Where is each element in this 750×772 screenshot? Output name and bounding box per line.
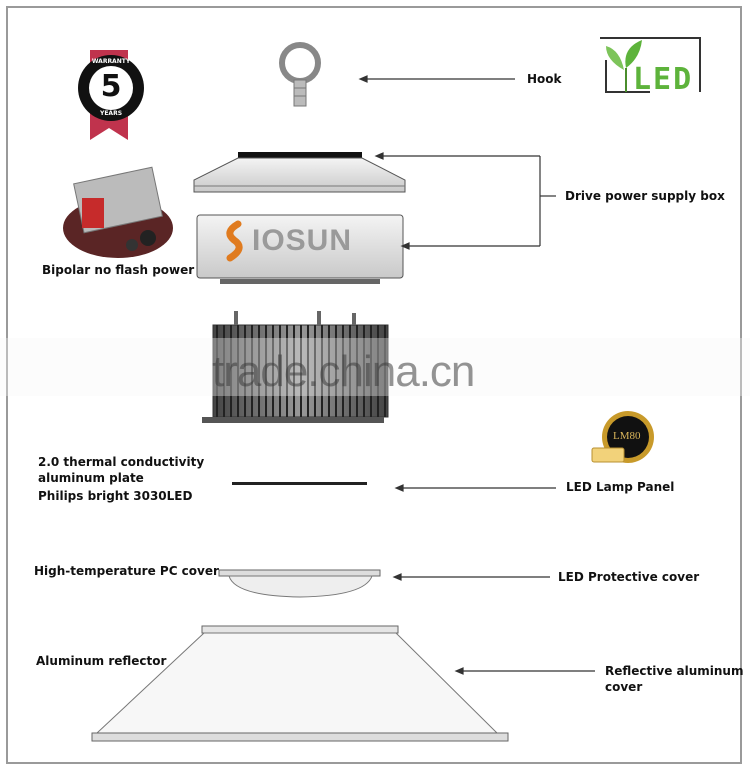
label-philips-3030led: Philips bright 3030LED (38, 489, 193, 503)
heat-sink (202, 311, 389, 423)
hook-part (279, 42, 321, 107)
drive-box-body (196, 214, 404, 284)
label-thermal-line2: aluminum plate (38, 471, 144, 485)
label-led-protective-cover: LED Protective cover (558, 570, 700, 584)
label-led-lamp-panel: LED Lamp Panel (566, 480, 675, 494)
drive-box-top (193, 152, 406, 193)
label-reflective-aluminum-line1: Reflective aluminum (605, 664, 744, 678)
warranty-badge (78, 50, 144, 140)
warranty-bottom-text: YEARS (99, 110, 123, 117)
label-high-temp-pc-cover: High-temperature PC cover (34, 564, 219, 578)
pc-cover (218, 569, 381, 598)
brand-s-mark (226, 220, 243, 262)
watermark-text: trade.china.cn (212, 347, 475, 396)
aluminum-reflector (91, 625, 509, 742)
led-lamp-panel (232, 482, 367, 485)
brand-text: IOSUN (252, 224, 353, 257)
driver-board-image (63, 166, 173, 258)
warranty-number: 5 (100, 69, 122, 104)
lm80-badge (591, 411, 654, 463)
led-logo-text: LED (633, 62, 694, 97)
label-hook: Hook (527, 72, 562, 86)
lm80-text: LM80 (613, 430, 641, 442)
label-bipolar-no-flash-power: Bipolar no flash power (42, 263, 195, 277)
watermark-band (0, 338, 750, 396)
leader-lines (358, 75, 595, 675)
label-thermal-line1: 2.0 thermal conductivity (38, 455, 205, 469)
label-aluminum-reflector: Aluminum reflector (36, 654, 167, 668)
led-logo-icon (600, 37, 701, 93)
warranty-top-text: WARRANTY (91, 58, 131, 65)
label-drive-power-supply-box: Drive power supply box (565, 189, 725, 203)
label-reflective-aluminum-line2: cover (605, 680, 643, 694)
